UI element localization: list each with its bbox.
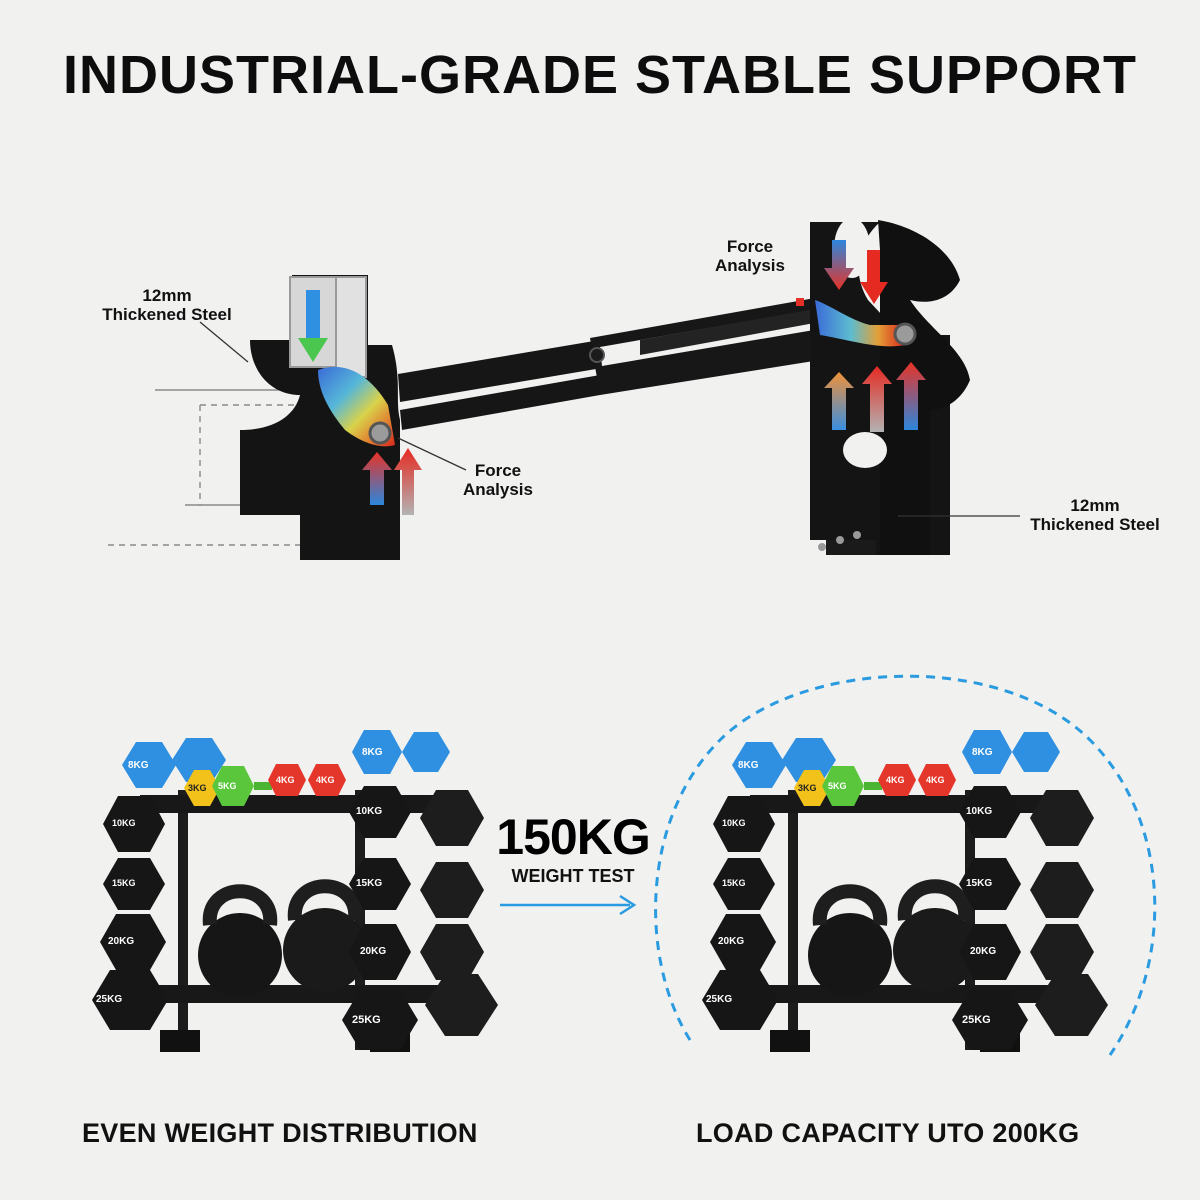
weight-tag: 15KG: [722, 878, 746, 888]
capacity-arc: [654, 674, 1157, 1056]
weight-tag: 3KG: [188, 783, 207, 793]
weight-tag: 8KG: [128, 760, 149, 771]
weight-tag: 3KG: [798, 783, 817, 793]
caption-even-distribution: EVEN WEIGHT DISTRIBUTION: [82, 1118, 478, 1148]
weight-test-value: 150KG: [496, 809, 650, 865]
label-steel-right: 12mm Thickened Steel: [1030, 496, 1160, 534]
rack-frame-diagram: [108, 218, 1020, 560]
weight-tag: 5KG: [828, 781, 847, 791]
weight-tag: 8KG: [972, 747, 993, 758]
label-steel-left: 12mm Thickened Steel: [102, 286, 232, 324]
weight-tag: 25KG: [962, 1014, 991, 1026]
weight-test-label: WEIGHT TEST: [511, 866, 635, 886]
weight-tag: 20KG: [718, 936, 745, 947]
weight-tag: 10KG: [966, 806, 993, 817]
weight-tag: 15KG: [112, 878, 136, 888]
weight-tag: 10KG: [722, 818, 746, 828]
weight-tag: 15KG: [356, 878, 383, 889]
weight-tag: 5KG: [218, 781, 237, 791]
weight-tag: 20KG: [360, 946, 387, 957]
weight-tag: 20KG: [108, 936, 135, 947]
caption-load-capacity: LOAD CAPACITY UTO 200KG: [696, 1118, 1080, 1148]
rack-right: [702, 730, 1108, 1052]
weight-tag: 25KG: [352, 1014, 381, 1026]
weight-tag: 10KG: [356, 806, 383, 817]
weight-tag: 8KG: [362, 747, 383, 758]
weight-tag: 15KG: [966, 878, 993, 889]
weight-tag: 4KG: [886, 775, 905, 785]
weight-tag: 25KG: [706, 994, 733, 1005]
weight-tag: 25KG: [96, 994, 123, 1005]
weight-tag: 4KG: [926, 775, 945, 785]
weight-tag: 4KG: [276, 775, 295, 785]
weight-tag: 8KG: [738, 760, 759, 771]
page-title: INDUSTRIAL-GRADE STABLE SUPPORT: [62, 45, 1137, 105]
label-force-top: Force Analysis: [715, 237, 785, 275]
weight-tag: 10KG: [112, 818, 136, 828]
weight-tag: 20KG: [970, 946, 997, 957]
rack-left: [92, 730, 498, 1052]
weight-tag: 4KG: [316, 775, 335, 785]
label-force-bottom: Force Analysis: [463, 461, 533, 499]
